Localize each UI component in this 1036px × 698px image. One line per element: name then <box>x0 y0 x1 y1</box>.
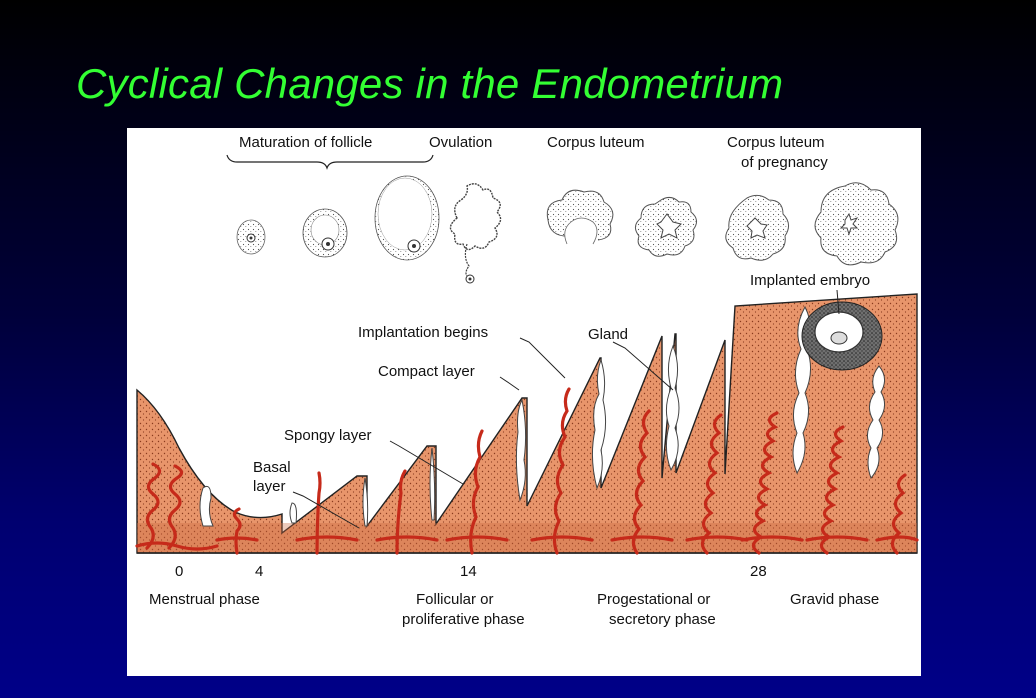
basal-layer-label-1: Basal <box>253 459 291 476</box>
maturation-of-follicle-label: Maturation of follicle <box>239 134 372 151</box>
implanted-embryo-icon <box>802 302 882 370</box>
gravid-phase-label: Gravid phase <box>790 591 879 608</box>
menstrual-phase-label: Menstrual phase <box>149 591 260 608</box>
corpus-luteum-pregnancy-small-icon <box>726 195 789 260</box>
progestational-phase-label-1: Progestational or <box>597 591 710 608</box>
progestational-phase-label-2: secretory phase <box>609 611 716 628</box>
implantation-begins-leader <box>520 338 565 378</box>
follicle-mature-icon <box>375 176 439 260</box>
corpus-luteum-icon <box>635 197 696 256</box>
gland-label: Gland <box>588 326 628 343</box>
implanted-embryo-label: Implanted embryo <box>750 272 870 289</box>
corpus-luteum-pregnancy-large-icon <box>815 183 898 265</box>
ovulation-label: Ovulation <box>429 134 492 151</box>
maturation-brace <box>227 155 433 168</box>
corpus-luteum-pregnancy-label-1: Corpus luteum <box>727 134 825 151</box>
compact-layer-leader <box>500 377 519 390</box>
day-tick-28: 28 <box>750 563 767 580</box>
follicular-phase-label-1: Follicular or <box>416 591 494 608</box>
implantation-begins-label: Implantation begins <box>358 324 488 341</box>
day-tick-0: 0 <box>175 563 183 580</box>
compact-layer-label: Compact layer <box>378 363 475 380</box>
ovulation-icon <box>450 184 500 283</box>
slide-title: Cyclical Changes in the Endometrium <box>76 60 783 108</box>
basal-layer-label-2: layer <box>253 478 286 495</box>
spongy-layer-label: Spongy layer <box>284 427 372 444</box>
day-tick-14: 14 <box>460 563 477 580</box>
follicular-phase-label-2: proliferative phase <box>402 611 525 628</box>
follicle-secondary-icon <box>303 209 347 257</box>
endometrium-figure: Maturation of follicle Ovulation Corpus … <box>127 128 921 676</box>
corpus-luteum-early-icon <box>547 190 613 244</box>
corpus-luteum-pregnancy-label-2: of pregnancy <box>741 154 828 171</box>
endometrium-diagram: Maturation of follicle Ovulation Corpus … <box>127 128 921 676</box>
follicle-primary-icon <box>237 220 265 254</box>
corpus-luteum-label: Corpus luteum <box>547 134 645 151</box>
day-tick-4: 4 <box>255 563 263 580</box>
